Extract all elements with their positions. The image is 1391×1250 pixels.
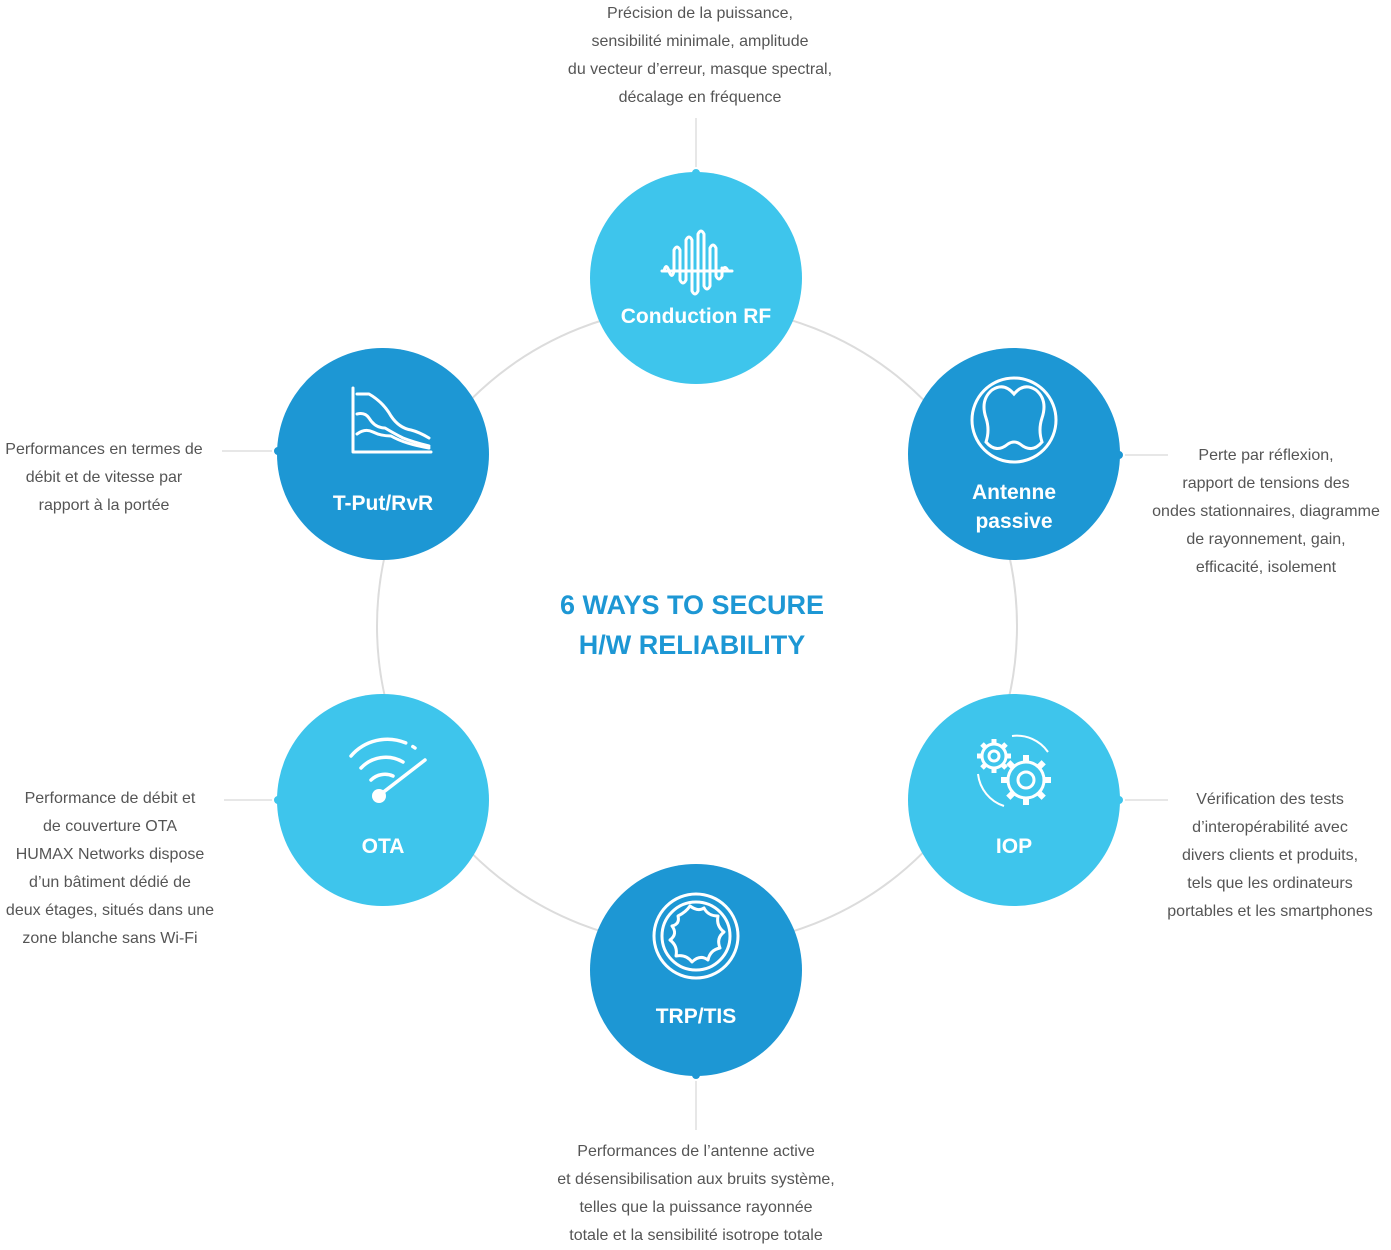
isotropic-sphere-icon: [652, 892, 740, 980]
radiation-pattern-icon: [970, 376, 1058, 464]
center-title-line1: 6 WAYS TO SECURE: [559, 590, 825, 620]
desc-tput-rvr: Performances en termes de débit et de vi…: [5, 441, 203, 514]
node-label-antenne: Antenne passive: [972, 481, 1056, 533]
desc-conduction-rf: Précision de la puissance, sensibilité m…: [567, 5, 833, 106]
node-iop: IOP: [908, 694, 1120, 906]
node-trp-tis: TRP/TIS: [590, 864, 802, 1076]
center-title-line2: H/W RELIABILITY: [578, 630, 806, 660]
center-title: 6 WAYS TO SECURE H/W RELIABILITY: [492, 585, 892, 665]
node-label-iop: IOP: [995, 835, 1033, 858]
wifi-gauge-icon: [349, 737, 427, 803]
gears-icon: [977, 734, 1051, 807]
node-label-tput: T-Put/RvR: [332, 492, 434, 515]
node-conduction-rf: Conduction RF: [590, 172, 802, 384]
desc-antenne-passive: Perte par réflexion, rapport de tensions…: [1152, 447, 1380, 576]
node-label-conduction: Conduction RF: [620, 305, 772, 328]
desc-trp-tis: Performances de l’antenne active et dése…: [557, 1143, 835, 1244]
waveform-icon: [660, 229, 734, 296]
throughput-chart-icon: [351, 386, 433, 454]
desc-iop: Vérification des tests d’interopérabilit…: [1167, 791, 1373, 920]
node-tput-rvr: T-Put/RvR: [277, 348, 489, 560]
node-antenne-passive: Antenne passive: [908, 348, 1120, 560]
node-label-ota: OTA: [361, 835, 405, 858]
node-ota: OTA: [277, 694, 489, 906]
desc-ota: Performance de débit et de couverture OT…: [5, 790, 215, 947]
node-label-trp: TRP/TIS: [655, 1005, 737, 1028]
